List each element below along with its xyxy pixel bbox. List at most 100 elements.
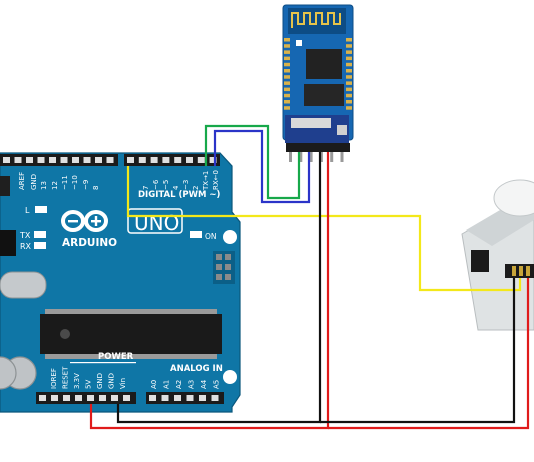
on-led xyxy=(190,231,202,238)
header-hole xyxy=(49,157,56,163)
top-pin-label: 8 xyxy=(92,186,100,190)
pir-pin xyxy=(512,266,516,276)
pir-dome xyxy=(493,179,534,217)
header-hole xyxy=(209,157,217,163)
bt-pad xyxy=(346,87,352,92)
bt-pin xyxy=(289,152,292,162)
bt-pad xyxy=(284,69,290,73)
header-hole xyxy=(75,395,82,401)
top-pin-label: TX→1 xyxy=(202,171,210,191)
bt-adapter xyxy=(285,115,349,143)
header-hole xyxy=(199,395,206,401)
power-pin-label: Vin xyxy=(119,378,127,389)
power-pin-label: GND xyxy=(108,373,116,389)
top-pin-label: ~10 xyxy=(71,175,79,190)
chip-small xyxy=(0,230,16,256)
bt-side-pads xyxy=(284,38,352,110)
header-hole xyxy=(211,395,219,401)
top-pin-label: AREF xyxy=(18,172,26,190)
wire-black-pir xyxy=(320,278,516,424)
wire-red xyxy=(89,152,330,430)
top-pin-label: 12 xyxy=(51,181,59,190)
crystal xyxy=(0,271,47,299)
bt-pad xyxy=(346,50,352,54)
top-pin-label: ~5 xyxy=(162,180,170,190)
wire-black xyxy=(116,152,322,424)
bt-pad xyxy=(346,81,352,85)
header-hole xyxy=(51,395,58,401)
header-hole xyxy=(83,157,91,163)
top-pin-label: 13 xyxy=(40,181,48,190)
header-hole xyxy=(14,157,22,163)
bt-pad xyxy=(284,44,290,48)
top-header xyxy=(0,154,220,166)
pir-pot xyxy=(471,250,489,272)
arduino-infinity-icon xyxy=(61,210,108,232)
header-hole xyxy=(106,157,114,163)
bt-pad xyxy=(284,106,290,110)
bt-chip xyxy=(306,49,342,79)
uno-label: UNO xyxy=(134,211,179,235)
bt-button[interactable] xyxy=(337,125,347,135)
header-hole xyxy=(111,395,118,401)
bt-header xyxy=(286,143,350,152)
bt-pin xyxy=(299,152,303,162)
mount-hole xyxy=(223,370,237,384)
wire-yellow xyxy=(126,166,522,292)
bluetooth-module xyxy=(282,4,354,162)
icsp-header xyxy=(213,251,235,284)
top-pin-label: ~3 xyxy=(182,180,190,190)
capacitor xyxy=(0,356,17,390)
power-pin-label: RESET xyxy=(62,366,70,389)
wire-blue xyxy=(213,129,311,204)
power-pin-label: 5V xyxy=(85,380,93,389)
bt-pad xyxy=(284,50,290,54)
power-label: POWER xyxy=(98,352,134,362)
bt-pin xyxy=(309,152,313,162)
top-pin-label: 2 xyxy=(192,186,200,190)
l-label: L xyxy=(25,206,30,215)
reset-button[interactable] xyxy=(0,176,10,196)
bt-pad xyxy=(284,81,290,85)
bt-pad xyxy=(284,87,290,92)
arduino-logo-text: ARDUINO xyxy=(62,237,117,249)
wire-red-pir xyxy=(328,278,530,430)
analog-pin-label: A2 xyxy=(175,380,183,389)
header-hole xyxy=(87,395,94,401)
analog-pin-label: A3 xyxy=(188,380,196,389)
top-pin-label: ~11 xyxy=(61,175,69,190)
analog-label: ANALOG IN xyxy=(170,364,223,374)
header-hole xyxy=(63,395,70,401)
rx-label: RX xyxy=(20,242,32,251)
top-pin-label: ~6 xyxy=(152,179,160,190)
bt-pad xyxy=(346,106,352,110)
header-hole xyxy=(174,395,181,401)
power-pin-label: IOREF xyxy=(50,368,58,389)
header-hole xyxy=(149,395,156,401)
bt-pin xyxy=(340,152,344,162)
tx-label: TX xyxy=(19,231,31,240)
top-pin-label: ~9 xyxy=(82,180,90,190)
bt-pad xyxy=(284,75,290,79)
bt-led xyxy=(296,40,302,46)
analog-header xyxy=(146,392,224,404)
bt-pad xyxy=(346,93,352,98)
uno-box xyxy=(127,208,183,234)
header-hole xyxy=(26,157,33,163)
analog-pin-label: A1 xyxy=(163,380,171,389)
analog-pin-label: A5 xyxy=(213,380,221,389)
header-hole xyxy=(162,157,170,163)
header-hole xyxy=(197,157,205,163)
header-hole xyxy=(99,395,106,401)
bt-pad xyxy=(346,100,352,104)
header-hole xyxy=(150,157,158,163)
header-hole xyxy=(37,157,45,163)
top-pin-label: 4 xyxy=(172,185,180,190)
header-hole xyxy=(186,395,194,401)
power-pin-label: GND xyxy=(96,373,104,389)
header-hole xyxy=(3,157,10,163)
bt-pad xyxy=(284,93,290,98)
power-pin-label: 3.3V xyxy=(73,373,81,389)
bt-pin xyxy=(330,152,334,162)
